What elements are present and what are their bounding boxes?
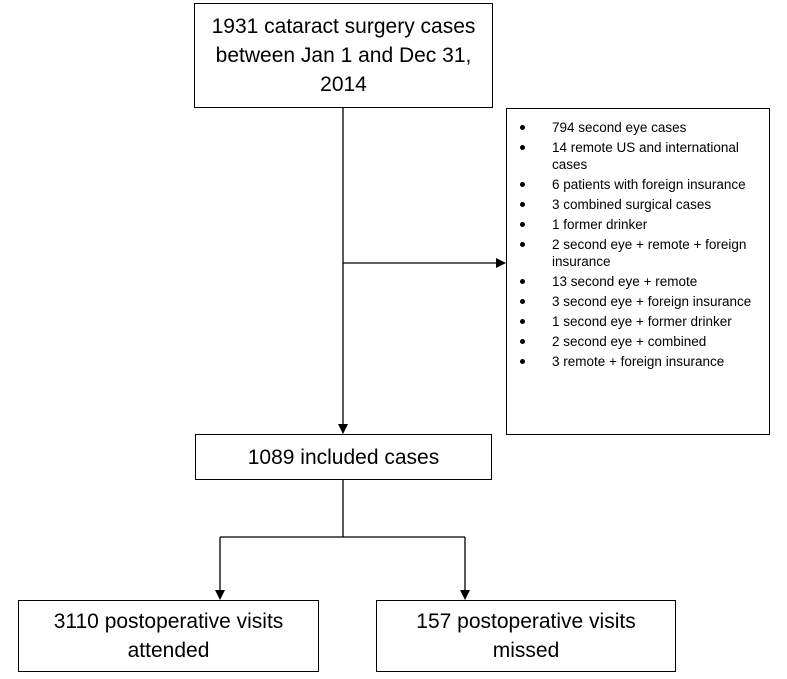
exclusions-list: 794 second eye cases 14 remote US and int… (507, 119, 769, 373)
visits-missed-text: 157 postoperative visits missed (416, 610, 636, 662)
exclusion-item-text: 3 remote + foreign insurance (552, 354, 725, 369)
visits-attended-text: 3110 postoperative visits attended (53, 610, 284, 662)
exclusion-item: 6 patients with foreign insurance (507, 176, 769, 193)
exclusion-item-text: 13 second eye + remote (552, 274, 698, 289)
visits-attended-box: 3110 postoperative visits attended (18, 600, 319, 672)
exclusion-item: 1 second eye + former drinker (507, 313, 769, 330)
exclusion-item: 1 former drinker (507, 216, 769, 233)
bullet-icon (520, 202, 525, 207)
exclusion-item-text: 3 second eye + foreign insurance (552, 294, 752, 309)
bullet-icon (520, 182, 525, 187)
exclusion-item: 3 remote + foreign insurance (507, 353, 769, 370)
exclusion-item: 3 combined surgical cases (507, 196, 769, 213)
exclusion-item-text: 2 second eye + remote + foreign insuranc… (552, 237, 747, 269)
exclusion-item: 2 second eye + combined (507, 333, 769, 350)
bullet-icon (520, 319, 525, 324)
bullet-icon (520, 339, 525, 344)
included-cases-box: 1089 included cases (195, 434, 492, 480)
exclusion-item-text: 794 second eye cases (552, 120, 687, 135)
exclusion-item: 14 remote US and international cases (507, 139, 769, 173)
exclusion-item: 2 second eye + remote + foreign insuranc… (507, 236, 769, 270)
exclusion-item-text: 3 combined surgical cases (552, 197, 712, 212)
exclusion-item-text: 2 second eye + combined (552, 334, 707, 349)
exclusion-item: 3 second eye + foreign insurance (507, 293, 769, 310)
exclusion-item: 794 second eye cases (507, 119, 769, 136)
exclusion-item: 13 second eye + remote (507, 273, 769, 290)
bullet-icon (520, 279, 525, 284)
exclusion-item-text: 6 patients with foreign insurance (552, 177, 746, 192)
total-cases-text: 1931 cataract surgery cases between Jan … (211, 15, 476, 96)
visits-missed-box: 157 postoperative visits missed (376, 600, 676, 672)
exclusion-item-text: 1 former drinker (552, 217, 648, 232)
included-cases-text: 1089 included cases (247, 445, 440, 469)
bullet-icon (520, 299, 525, 304)
bullet-icon (520, 359, 525, 364)
exclusion-item-text: 14 remote US and international cases (552, 140, 739, 172)
exclusions-box: 794 second eye cases 14 remote US and int… (506, 108, 770, 435)
exclusion-item-text: 1 second eye + former drinker (552, 314, 732, 329)
bullet-icon (520, 242, 525, 247)
bullet-icon (520, 125, 525, 130)
bullet-icon (520, 222, 525, 227)
total-cases-box: 1931 cataract surgery cases between Jan … (194, 3, 493, 108)
bullet-icon (520, 145, 525, 150)
